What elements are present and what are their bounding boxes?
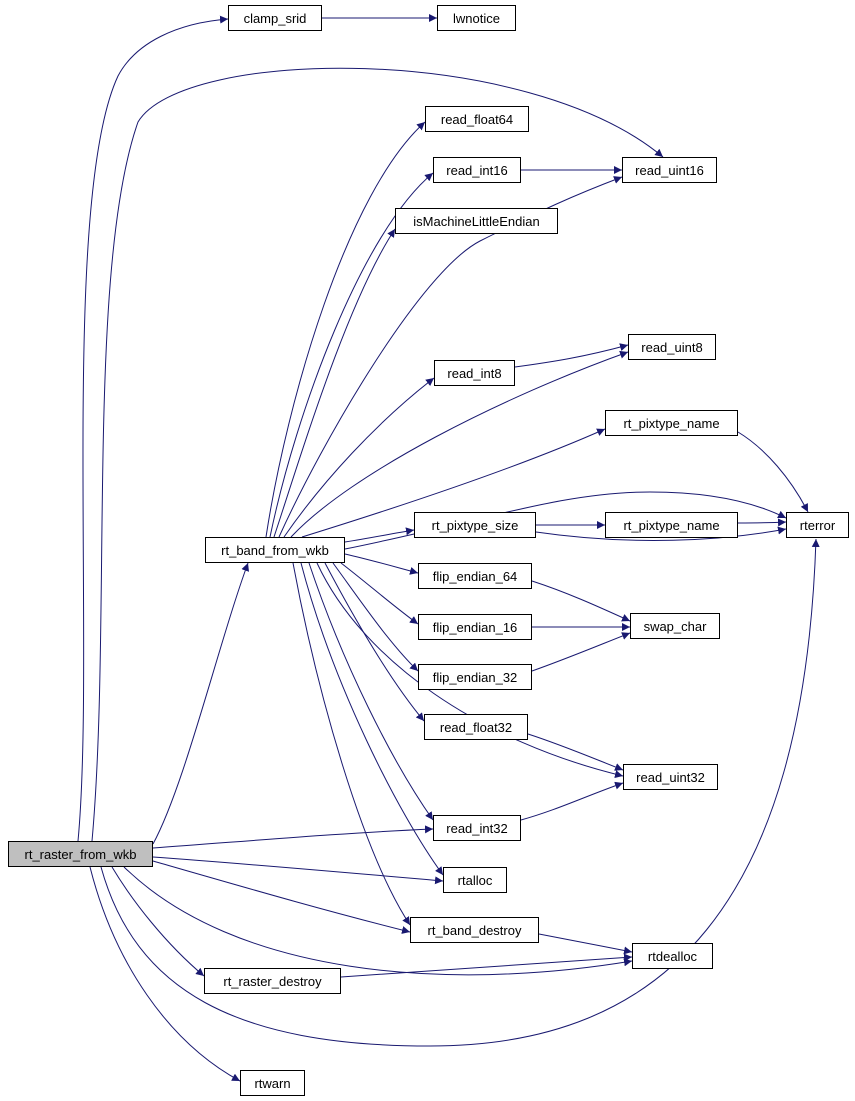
node-rt_raster_from_wkb[interactable]: rt_raster_from_wkb (8, 841, 153, 867)
node-rt_pixtype_size[interactable]: rt_pixtype_size (414, 512, 536, 538)
node-read_int32[interactable]: read_int32 (433, 815, 521, 841)
edge-read_int8-to-read_uint8 (514, 343, 629, 368)
node-label: rt_band_destroy (427, 922, 522, 938)
node-rtdealloc[interactable]: rtdealloc (632, 943, 713, 969)
edge-rt_band_from_wkb-to-flip_endian_32 (332, 562, 419, 672)
node-flip_endian_32[interactable]: flip_endian_32 (418, 664, 532, 690)
node-clamp_srid[interactable]: clamp_srid (228, 5, 322, 31)
edge-rt_raster_from_wkb-to-rt_band_destroy (152, 860, 411, 934)
edge-rt_raster_from_wkb-to-rtalloc (152, 856, 444, 885)
edge-rt_raster_from_wkb-to-rt_band_from_wkb (152, 562, 250, 845)
node-rt_band_from_wkb[interactable]: rt_band_from_wkb (205, 537, 345, 563)
edge-rt_band_from_wkb-to-rt_pixtype_name_1 (301, 428, 606, 538)
edge-rt_pixtype_name_2-to-rterror (737, 518, 787, 527)
edge-rt_band_from_wkb-to-rtalloc (300, 562, 444, 876)
node-label: rt_raster_destroy (223, 973, 322, 989)
node-label: read_float32 (439, 719, 513, 735)
node-lwnotice[interactable]: lwnotice (437, 5, 516, 31)
edge-rt_raster_from_wkb-to-rterror (100, 538, 820, 1047)
edge-rt_raster_destroy-to-rtdealloc (340, 953, 633, 978)
edge-flip_endian_64-to-swap_char (531, 580, 631, 622)
edge-flip_endian_32-to-swap_char (531, 632, 631, 672)
edge-rt_raster_from_wkb-to-clamp_srid (77, 15, 229, 842)
node-label: read_int32 (446, 820, 508, 836)
edge-rt_pixtype_size-to-rterror (535, 526, 787, 541)
edge-rt_band_from_wkb-to-read_uint16 (278, 176, 623, 538)
edge-rt_raster_from_wkb-to-read_int32 (152, 825, 434, 849)
node-label: rterror (799, 517, 836, 533)
node-read_uint16[interactable]: read_uint16 (622, 157, 717, 183)
node-label: rt_raster_from_wkb (24, 846, 137, 862)
edge-rt_band_destroy-to-rtdealloc (538, 933, 633, 955)
node-label: flip_endian_64 (432, 568, 518, 584)
node-read_int16[interactable]: read_int16 (433, 157, 521, 183)
node-label: rtalloc (457, 872, 493, 888)
node-isMachineLittleEndian[interactable]: isMachineLittleEndian (395, 208, 558, 234)
node-rterror[interactable]: rterror (786, 512, 849, 538)
node-label: rt_pixtype_name (623, 517, 720, 533)
node-read_uint8[interactable]: read_uint8 (628, 334, 716, 360)
node-read_int8[interactable]: read_int8 (434, 360, 515, 386)
node-label: rtwarn (254, 1075, 291, 1091)
node-label: rt_pixtype_size (431, 517, 519, 533)
node-rtalloc[interactable]: rtalloc (443, 867, 507, 893)
node-label: read_int8 (447, 365, 502, 381)
edge-rt_band_from_wkb-to-read_uint8 (290, 350, 629, 538)
node-label: rt_band_from_wkb (221, 542, 329, 558)
edge-rt_band_from_wkb-to-read_int8 (283, 377, 435, 538)
node-read_float64[interactable]: read_float64 (425, 106, 529, 132)
edge-read_int32-to-read_uint32 (520, 781, 624, 821)
node-label: read_uint32 (636, 769, 705, 785)
edge-rt_band_from_wkb-to-rt_pixtype_size (344, 527, 415, 543)
node-label: flip_endian_16 (432, 619, 518, 635)
edge-rt_band_from_wkb-to-read_float64 (265, 121, 426, 538)
node-label: read_int16 (446, 162, 508, 178)
node-rt_band_destroy[interactable]: rt_band_destroy (410, 917, 539, 943)
node-rt_raster_destroy[interactable]: rt_raster_destroy (204, 968, 341, 994)
edge-read_float32-to-read_uint32 (527, 733, 624, 771)
edge-rt_band_from_wkb-to-flip_endian_16 (340, 562, 419, 625)
edge-rt_band_from_wkb-to-read_int32 (308, 562, 434, 821)
node-flip_endian_16[interactable]: flip_endian_16 (418, 614, 532, 640)
edge-rt_band_from_wkb-to-flip_endian_64 (344, 553, 419, 575)
edge-rt_band_from_wkb-to-read_int16 (269, 172, 434, 538)
node-label: rtdealloc (647, 948, 698, 964)
edge-rt_pixtype_name_1-to-rterror (737, 431, 809, 513)
node-rtwarn[interactable]: rtwarn (240, 1070, 305, 1096)
edge-rt_raster_from_wkb-to-rtwarn (89, 866, 241, 1082)
node-label: read_uint16 (635, 162, 704, 178)
edge-rt_band_from_wkb-to-isMachineLittleEndian (273, 228, 396, 538)
node-label: isMachineLittleEndian (413, 213, 540, 229)
node-label: flip_endian_32 (432, 669, 518, 685)
node-read_uint32[interactable]: read_uint32 (623, 764, 718, 790)
node-label: lwnotice (453, 10, 500, 26)
node-rt_pixtype_name_2[interactable]: rt_pixtype_name (605, 512, 738, 538)
node-label: swap_char (643, 618, 707, 634)
node-read_float32[interactable]: read_float32 (424, 714, 528, 740)
node-label: rt_pixtype_name (623, 415, 720, 431)
node-flip_endian_64[interactable]: flip_endian_64 (418, 563, 532, 589)
node-rt_pixtype_name_1[interactable]: rt_pixtype_name (605, 410, 738, 436)
node-swap_char[interactable]: swap_char (630, 613, 720, 639)
edge-rt_band_from_wkb-to-read_float32 (324, 562, 425, 722)
edge-rt_raster_from_wkb-to-read_uint16 (91, 67, 664, 842)
edge-rt_band_from_wkb-to-rt_band_destroy (292, 562, 411, 926)
edge-rt_raster_from_wkb-to-rtdealloc (123, 866, 633, 976)
node-label: clamp_srid (243, 10, 307, 26)
edge-rt_raster_from_wkb-to-rt_raster_destroy (111, 866, 205, 977)
edge-rt_band_from_wkb-to-read_uint32 (316, 562, 624, 779)
node-label: read_uint8 (641, 339, 703, 355)
node-label: read_float64 (440, 111, 514, 127)
